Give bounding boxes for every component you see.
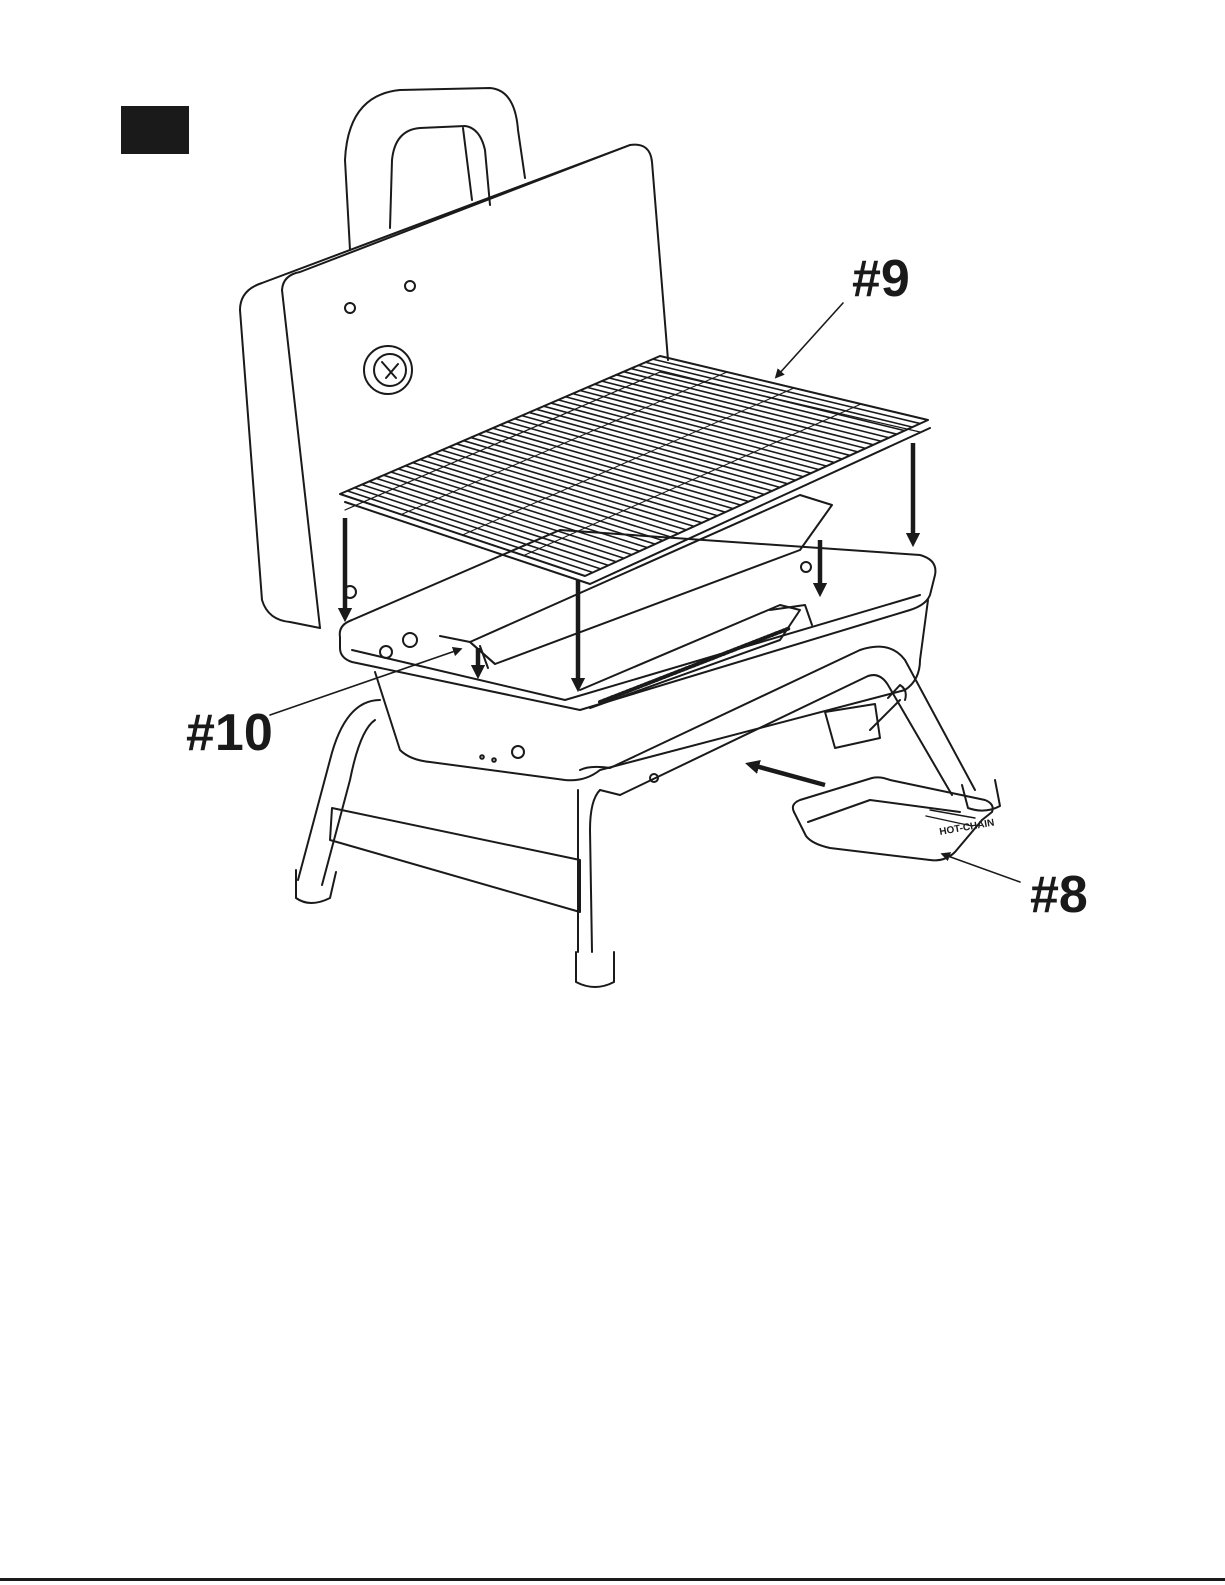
arrow-left-icon — [752, 765, 825, 785]
callout-leader-grease-tray — [945, 855, 1020, 882]
callout-leader-drip-shield — [270, 650, 458, 715]
callout-grease-tray-label: #8 — [1030, 866, 1088, 924]
grill-legs — [296, 647, 1000, 987]
callout-grate-label: #9 — [852, 250, 910, 308]
page-bottom-rule — [0, 1578, 1225, 1581]
callout-leader-grate — [778, 303, 843, 375]
callout-drip-shield-label: #10 — [186, 704, 273, 762]
lid-handle — [345, 88, 525, 250]
